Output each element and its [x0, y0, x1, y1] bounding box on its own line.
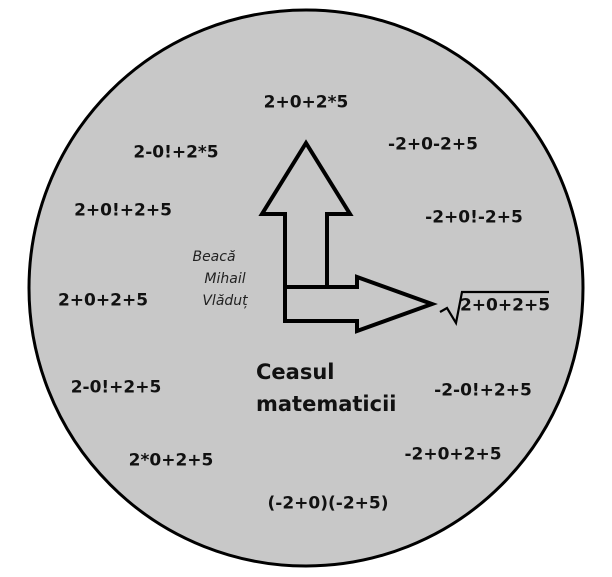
hour-7-expression: 2*0+2+5 — [128, 450, 214, 471]
hour-1-expression: -2+0-2+5 — [388, 134, 478, 155]
hour-12-expression: 2+0+2*5 — [263, 92, 349, 113]
author-line-2: Mihail — [204, 271, 246, 287]
hour-5-expression: -2+0+2+5 — [404, 444, 502, 465]
author-line-3: Vlăduț — [202, 293, 248, 309]
right-arrow-icon — [283, 274, 438, 334]
up-arrow-icon — [258, 139, 354, 292]
clock-title-line-1: Ceasul — [256, 360, 335, 384]
hour-6-expression: (-2+0)(-2+5) — [267, 493, 389, 514]
hour-8-expression: 2-0!+2+5 — [70, 377, 162, 398]
hour-10-expression: 2+0!+2+5 — [74, 200, 172, 221]
hour-4-expression: -2-0!+2+5 — [434, 380, 532, 401]
hour-11-expression: 2-0!+2*5 — [133, 142, 219, 163]
author-line-1: Beacă — [192, 249, 236, 265]
hour-3-expression: 2+0+2+5 — [459, 295, 551, 316]
square-root-icon — [439, 290, 549, 327]
hour-2-expression: -2+0!-2+5 — [425, 207, 523, 228]
clock-title-line-2: matematicii — [256, 392, 397, 416]
hour-9-expression: 2+0+2+5 — [57, 290, 149, 311]
